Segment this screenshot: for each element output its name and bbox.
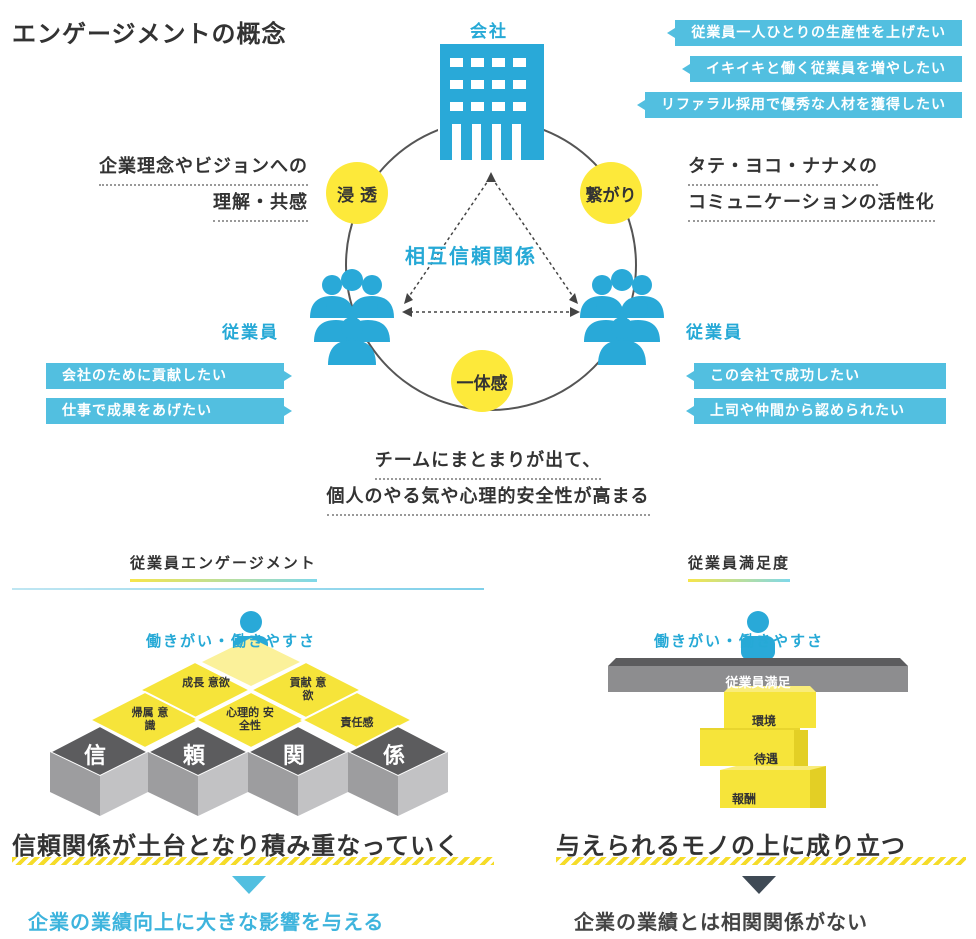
person-icon (240, 611, 262, 633)
engagement-pyramid (47, 611, 451, 816)
satisfaction-statement: 与えられるモノの上に成り立つ (556, 832, 906, 860)
engagement-statement-wrap: 信頼関係が土台となり積み重なっていく (12, 826, 494, 865)
person-icon (747, 611, 769, 633)
employee-left-wish: 会社のために貢献したい (46, 363, 292, 389)
satisfaction-stack (608, 611, 908, 808)
company-wishes: 従業員一人ひとりの生産性を上げたい イキイキと働く従業員を増やしたい リファラル… (580, 20, 962, 120)
employee-group-left-icon (310, 269, 394, 365)
foundation-char: 信 (84, 744, 107, 769)
engagement-result: 企業の業績向上に大きな影響を与える (28, 910, 385, 934)
company-label: 会社 (470, 22, 508, 42)
company-building-icon (438, 42, 544, 162)
foundation-char: 係 (383, 744, 406, 769)
block-responsibility: 責任感 (340, 716, 374, 729)
box-salary: 報酬 (732, 792, 757, 806)
block-contribution: 貢献 意欲 (289, 676, 327, 702)
block-growth: 成長 意欲 (182, 676, 230, 689)
satisfaction-top-label: 働きがい・働きやすさ (654, 632, 825, 650)
employee-left-wish: 仕事で成果をあげたい (46, 398, 292, 424)
employee-right-wish: この会社で成功したい (686, 363, 946, 389)
triangle-arrowheads (402, 172, 580, 317)
left-description: 企業理念やビジョンへの 理解・共感 (99, 150, 308, 222)
left-desc-line2: 理解・共感 (213, 186, 308, 222)
box-treatment: 待遇 (754, 752, 779, 766)
permeation-circle: 浸 透 (326, 162, 388, 224)
engagement-heading-text: 従業員エンゲージメント (130, 554, 317, 572)
satisfaction-result: 企業の業績とは相関関係がない (574, 910, 868, 934)
page-title: エンゲージメントの概念 (12, 20, 287, 48)
engagement-statement: 信頼関係が土台となり積み重なっていく (12, 832, 461, 860)
divider (12, 588, 484, 590)
mutual-trust-label: 相互信頼関係 (405, 244, 537, 268)
down-arrow-blue-icon (232, 876, 266, 894)
satisfaction-plank: 従業員満足 (725, 676, 791, 691)
summary: チームにまとまりが出て、 個人のやる気や心理的安全性が高まる (288, 444, 688, 516)
right-desc-line1: タテ・ヨコ・ナナメの (688, 150, 878, 186)
right-desc-line2: コミュニケーションの活性化 (688, 186, 935, 222)
unity-circle: 一体感 (451, 350, 513, 412)
satisfaction-statement-wrap: 与えられるモノの上に成り立つ (556, 826, 966, 865)
block-psych-safety: 心理的 安全性 (226, 706, 274, 732)
satisfaction-heading: 従業員満足度 (688, 552, 791, 582)
trust-triangle (407, 177, 575, 313)
down-arrow-gray-icon (742, 876, 776, 894)
concept-diagram (310, 42, 664, 411)
engagement-heading: 従業員エンゲージメント (130, 552, 317, 582)
box-environment: 環境 (752, 714, 777, 728)
employee-left-label: 従業員 (222, 323, 279, 343)
employee-right-label: 従業員 (686, 323, 743, 343)
connection-circle: 繋がり (580, 162, 642, 224)
summary-line1: チームにまとまりが出て、 (374, 444, 602, 480)
summary-line2: 個人のやる気や心理的安全性が高まる (326, 480, 650, 516)
employee-group-right-icon (580, 269, 664, 365)
engagement-top-label: 働きがい・働きやすさ (146, 632, 317, 650)
block-belonging: 帰属 意識 (131, 706, 169, 732)
foundation-char: 関 (283, 744, 306, 769)
company-wish: リファラル採用で優秀な人材を獲得したい (637, 92, 962, 118)
foundation-char: 頼 (183, 744, 206, 769)
left-desc-line1: 企業理念やビジョンへの (99, 150, 308, 186)
company-wish: 従業員一人ひとりの生産性を上げたい (667, 20, 962, 46)
right-description: タテ・ヨコ・ナナメの コミュニケーションの活性化 (688, 150, 935, 222)
employee-right-wish: 上司や仲間から認められたい (686, 398, 946, 424)
company-wish: イキイキと働く従業員を増やしたい (682, 56, 962, 82)
satisfaction-heading-text: 従業員満足度 (688, 554, 791, 572)
